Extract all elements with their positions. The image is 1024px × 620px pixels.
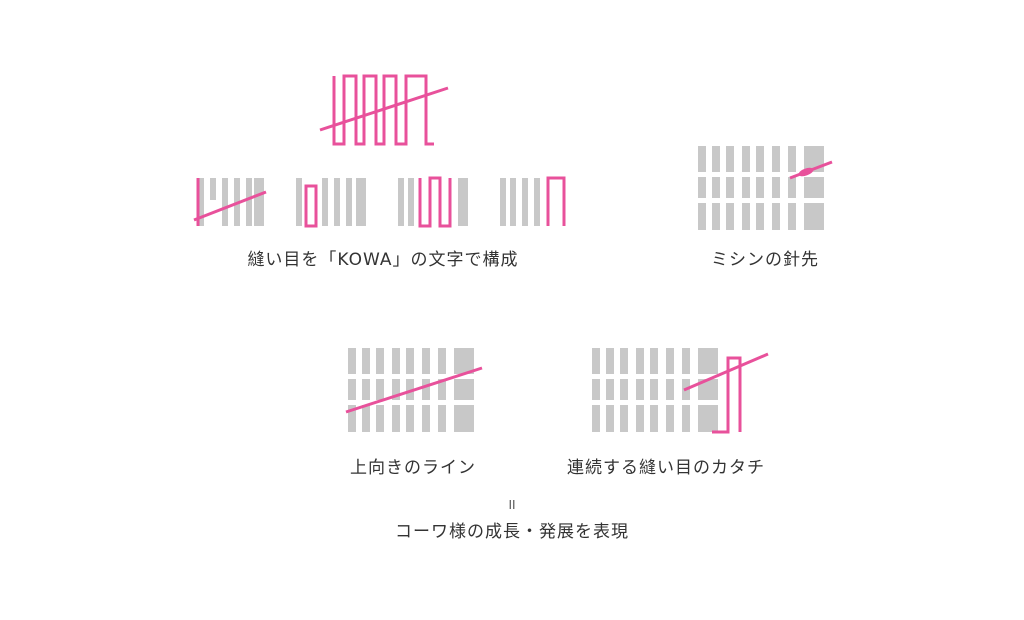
logo-letter-w (398, 176, 468, 228)
caption-needle-tip: ミシンの針先 (711, 250, 819, 270)
caption-continuous-stitch: 連続する縫い目のカタチ (567, 458, 765, 478)
caption-upward-line: 上向きのライン (350, 458, 476, 478)
logo-letter-k (193, 178, 267, 226)
equals-sign: II (508, 498, 516, 512)
caption-conclusion: コーワ様の成長・発展を表現 (395, 522, 629, 542)
caption-stitch-kowa: 縫い目を「KOWA」の文字で構成 (247, 250, 519, 270)
logo-letter-o (296, 178, 366, 228)
logo-continuous-stitch (588, 348, 769, 434)
logo-kowa-outline-large (319, 74, 449, 146)
logo-upward-line (344, 348, 484, 432)
logo-letter-a (500, 176, 566, 226)
logo-needle-tip (694, 146, 836, 230)
